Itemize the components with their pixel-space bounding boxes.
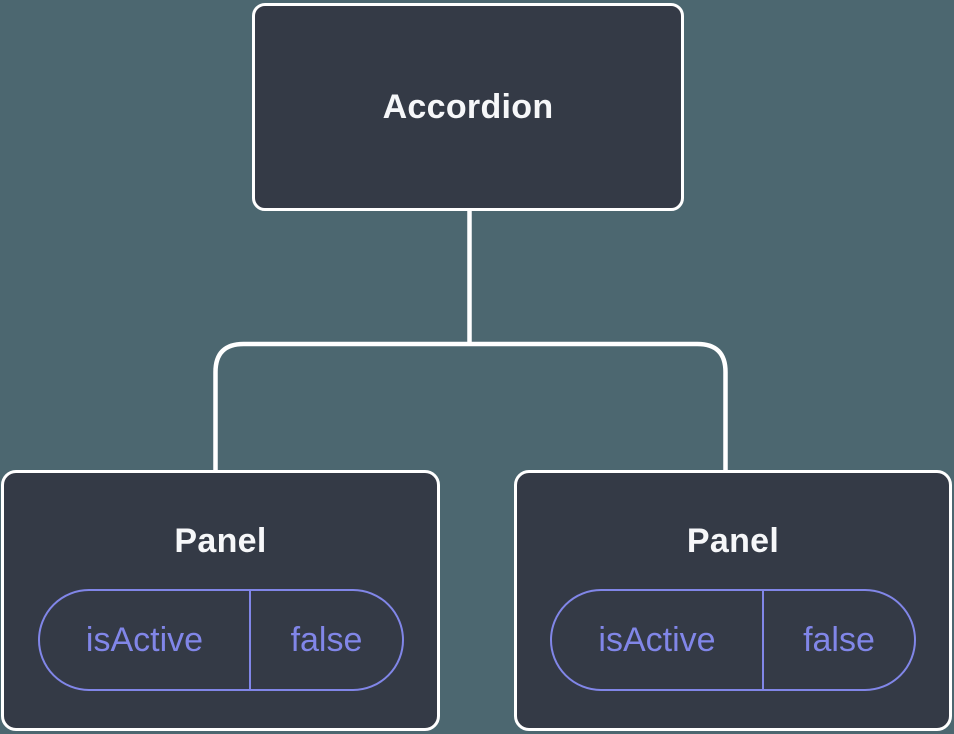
component-node-panel-left: Panel isActive false xyxy=(1,470,440,731)
component-node-panel-right: Panel isActive false xyxy=(514,470,952,731)
state-value-right: false xyxy=(803,620,875,659)
state-key-right: isActive xyxy=(552,591,764,689)
component-label-accordion: Accordion xyxy=(382,87,554,126)
state-key-left: isActive xyxy=(40,591,252,689)
connector-branch-bracket xyxy=(213,341,728,472)
component-label-panel-right: Panel xyxy=(686,522,780,560)
state-pill-left: isActive false xyxy=(37,589,404,691)
state-pill-right: isActive false xyxy=(550,589,916,691)
component-node-accordion: Accordion xyxy=(252,3,684,211)
component-label-panel-left: Panel xyxy=(174,522,267,560)
state-value-left: false xyxy=(290,620,363,659)
